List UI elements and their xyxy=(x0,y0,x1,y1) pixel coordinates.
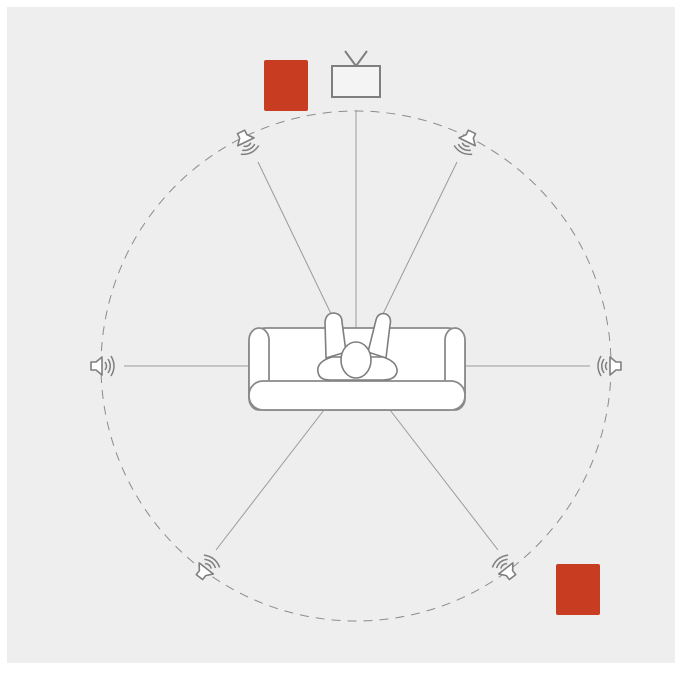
front-accent-block xyxy=(264,60,308,111)
guide-line-front-left xyxy=(257,161,335,321)
listener xyxy=(316,312,398,381)
sofa-seat-front xyxy=(248,380,466,411)
listener-left-arm xyxy=(324,312,347,359)
listener-right-arm xyxy=(367,312,392,359)
rear-accent-block xyxy=(556,564,600,615)
guide-line-rear-right xyxy=(389,409,499,551)
guide-line-rear-left xyxy=(215,409,325,551)
guide-line-front-right xyxy=(380,161,458,319)
guide-lines xyxy=(124,110,590,551)
tv-icon xyxy=(331,50,381,98)
listener-head xyxy=(340,341,372,379)
